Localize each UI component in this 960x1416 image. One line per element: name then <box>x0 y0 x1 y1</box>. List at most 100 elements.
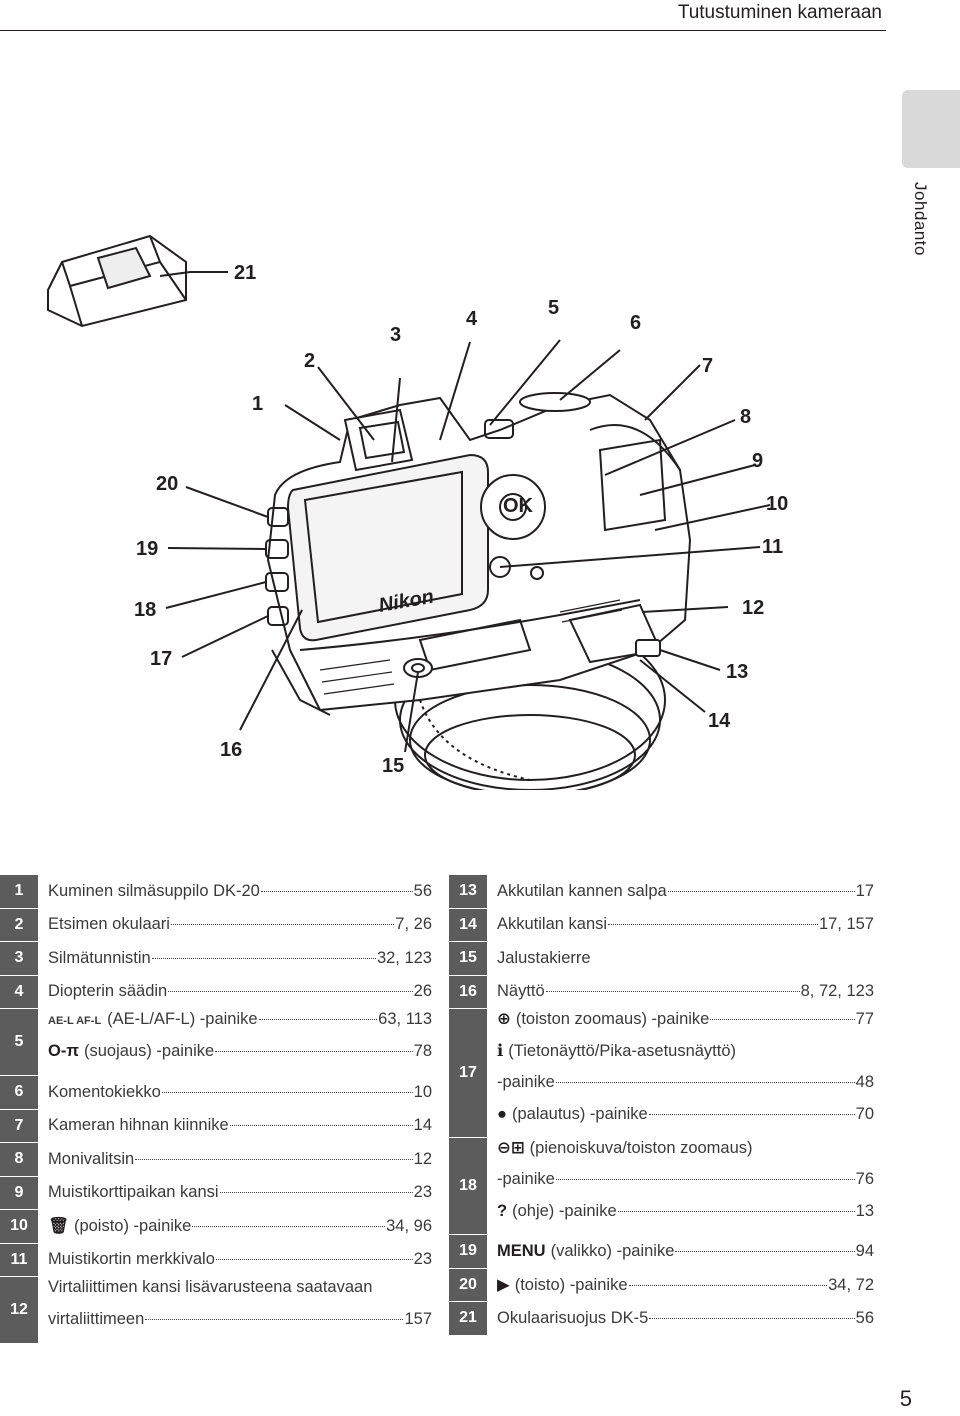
legend-row: 1 Kuminen silmäsuppilo DK-20 56 <box>0 875 432 909</box>
item-label: Monivalitsin <box>48 1149 135 1168</box>
callout-21: 21 <box>234 262 256 284</box>
trash-icon: 🗑 <box>48 1216 69 1235</box>
dot-leader <box>628 1284 828 1286</box>
item-number: 4 <box>0 975 38 1009</box>
callout-12: 12 <box>742 597 764 619</box>
item-label: Kameran hihnan kiinnike <box>48 1116 229 1135</box>
dot-leader <box>555 1179 855 1180</box>
dot-leader <box>219 1192 413 1194</box>
dot-leader <box>260 890 413 892</box>
item-pages: 17 <box>855 881 874 900</box>
item-pages: 76 <box>855 1170 874 1188</box>
item-pages: 17, 157 <box>818 915 874 934</box>
dot-leader <box>545 991 800 993</box>
callout-9: 9 <box>752 450 763 472</box>
dot-leader <box>710 1019 855 1020</box>
legend-row: 15 Jalustakierre <box>449 941 874 976</box>
callout-2: 2 <box>304 350 315 372</box>
item-pages: 56 <box>413 881 432 900</box>
dot-leader <box>168 991 413 993</box>
item-label: Etsimen okulaari <box>48 915 170 934</box>
item-number: 16 <box>449 975 487 1009</box>
item-label: (Tietonäyttö/Pika-asetusnäyttö) <box>508 1042 737 1060</box>
item-number: 20 <box>449 1268 487 1302</box>
dot-leader <box>161 1091 413 1093</box>
item-number: 12 <box>0 1276 38 1344</box>
header-rule <box>0 30 886 31</box>
item-label: (pienoiskuva/toiston zoomaus) <box>529 1139 753 1157</box>
item-label: Muistikortin merkkivalo <box>48 1250 215 1269</box>
item-label: (poisto) -painike <box>73 1216 192 1235</box>
ok-text: OK <box>503 495 534 517</box>
play-icon: ▶ <box>497 1275 510 1294</box>
camera-illustration: Nikon OK 21 1 <box>47 234 788 790</box>
item-label: Okulaarisuojus DK-5 <box>497 1308 649 1327</box>
dot-leader <box>617 1211 855 1212</box>
item-pages: 7, 26 <box>395 915 432 934</box>
item-label: (valikko) -painike <box>550 1241 675 1260</box>
item-label: Akkutilan kannen salpa <box>497 881 667 900</box>
item-label: (toiston zoomaus) -painike <box>515 1010 710 1028</box>
dot-leader <box>649 1317 855 1319</box>
item-label: (ohje) -painike <box>512 1202 617 1220</box>
item-pages: 63, 113 <box>378 1010 432 1028</box>
legend-row: 18 ⊖⊞(pienoiskuva/toiston zoomaus) -pain… <box>449 1137 874 1235</box>
item-pages: 8, 72, 123 <box>800 982 874 1001</box>
item-pages: 34, 72 <box>828 1275 874 1294</box>
item-number: 8 <box>0 1142 38 1177</box>
item-number: 21 <box>449 1301 487 1336</box>
dot-leader <box>675 1250 855 1252</box>
item-pages: 10 <box>413 1082 432 1101</box>
item-pages: 78 <box>413 1042 432 1060</box>
camera-body-drawing <box>265 392 692 716</box>
item-label: Näyttö <box>497 982 545 1001</box>
dot-leader <box>555 1082 855 1083</box>
legend-row: 20 ▶(toisto) -painike 34, 72 <box>449 1268 874 1302</box>
item-number: 5 <box>0 1008 38 1076</box>
callout-4: 4 <box>466 308 478 330</box>
dot-leader <box>215 1051 413 1052</box>
item-number: 11 <box>0 1243 38 1277</box>
item-label: -painike <box>497 1073 555 1091</box>
dot-leader <box>229 1125 413 1127</box>
item-pages: 23 <box>413 1250 432 1269</box>
legend-row: 7 Kameran hihnan kiinnike 14 <box>0 1109 432 1143</box>
callout-1: 1 <box>252 393 263 415</box>
item-label: (toisto) -painike <box>514 1275 628 1294</box>
dot-leader <box>192 1225 386 1227</box>
item-pages: 32, 123 <box>376 948 432 967</box>
callout-6: 6 <box>630 312 641 334</box>
item-number: 18 <box>449 1137 487 1235</box>
item-number: 1 <box>0 875 38 909</box>
item-label: Akkutilan kansi <box>497 915 608 934</box>
eyepiece-cap-drawing <box>47 234 187 328</box>
side-tab-label: Johdanto <box>911 182 930 256</box>
callout-10: 10 <box>766 493 788 515</box>
item-pages: 34, 96 <box>386 1216 432 1235</box>
item-label: Muistikorttipaikan kansi <box>48 1183 219 1202</box>
legend-row: 16 Näyttö 8, 72, 123 <box>449 975 874 1009</box>
dot-leader <box>135 1158 413 1160</box>
callout-19: 19 <box>136 538 158 560</box>
item-pages: 12 <box>413 1149 432 1168</box>
info-icon: ℹ <box>497 1042 504 1060</box>
callout-5: 5 <box>548 297 559 319</box>
item-pages: 94 <box>855 1241 874 1260</box>
legend-row: 11 Muistikortin merkkivalo 23 <box>0 1243 432 1277</box>
key-icon: O-π <box>48 1042 79 1060</box>
item-label: Kuminen silmäsuppilo DK-20 <box>48 881 260 900</box>
item-number: 9 <box>0 1176 38 1210</box>
item-label: Virtaliittimen kansi lisävarusteena saat… <box>48 1278 373 1296</box>
item-pages: 13 <box>855 1202 874 1220</box>
item-number: 7 <box>0 1109 38 1143</box>
item-pages: 14 <box>413 1116 432 1135</box>
thumbnail-icon: ⊖⊞ <box>497 1139 525 1157</box>
dot-leader <box>145 1319 404 1320</box>
